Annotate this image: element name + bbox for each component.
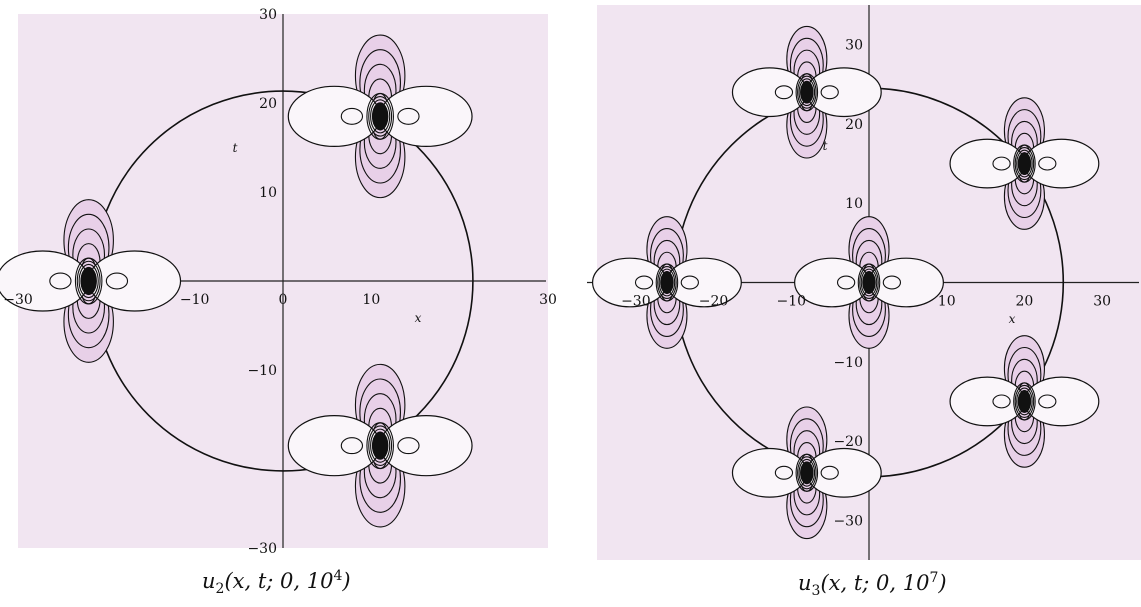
y-tick-label--30: −30: [833, 513, 863, 529]
contour-peak-1: [591, 216, 742, 349]
y-tick-label--20: −20: [833, 434, 863, 450]
caption-u3: u3(x, t; 0, 107): [798, 570, 947, 600]
x-tick-label--30: −30: [3, 292, 33, 308]
x-tick-label-30: 30: [539, 292, 557, 308]
caption-u2: u2(x, t; 0, 104): [202, 568, 351, 598]
contour-peak-4: [949, 97, 1100, 230]
y-axis-label: t: [823, 139, 828, 153]
y-tick-label--30: −30: [247, 541, 277, 557]
contour-plot-u2: −30 −10 0 10 30 −30 −10 10 20 30 x t: [0, 7, 557, 557]
x-tick-label-30: 30: [1093, 294, 1111, 310]
y-tick-label-10: 10: [259, 185, 277, 201]
x-tick-label--10: −10: [180, 292, 210, 308]
y-tick-label-30: 30: [845, 38, 863, 54]
contour-peak-3: [731, 25, 882, 159]
x-tick-label--30: −30: [621, 294, 651, 310]
contour-peak-6: [731, 406, 882, 540]
x-tick-label-20: 20: [1016, 294, 1034, 310]
contour-peak-3: [287, 363, 473, 528]
contour-peak-2: [287, 34, 473, 199]
x-tick-label-0: 0: [279, 292, 288, 308]
y-axis-label: t: [233, 141, 238, 155]
x-tick-label-10: 10: [938, 294, 956, 310]
contour-peak-1: [0, 199, 182, 363]
contour-peak-2: [794, 216, 944, 349]
x-tick-label--10: −10: [777, 294, 807, 310]
y-tick-label-10: 10: [845, 196, 863, 212]
contour-plot-u3: −30 −20 −10 10 20 30 −30 −20 −10 10 20 30 x t: [587, 5, 1141, 560]
x-tick-label-10: 10: [362, 292, 380, 308]
x-axis-label: x: [415, 311, 422, 325]
x-tick-label--20: −20: [699, 294, 729, 310]
y-tick-label-30: 30: [259, 7, 277, 23]
y-tick-label-20: 20: [845, 117, 863, 133]
x-axis-label: x: [1009, 312, 1016, 326]
y-tick-label--10: −10: [247, 363, 277, 379]
chart-panel-u2: −30 −10 0 10 30 −30 −10 10 20 30 x t u2(x, t; 0, 10…: [0, 0, 570, 607]
y-tick-label-20: 20: [259, 96, 277, 112]
contour-peak-5: [949, 335, 1100, 468]
y-tick-label--10: −10: [833, 355, 863, 371]
